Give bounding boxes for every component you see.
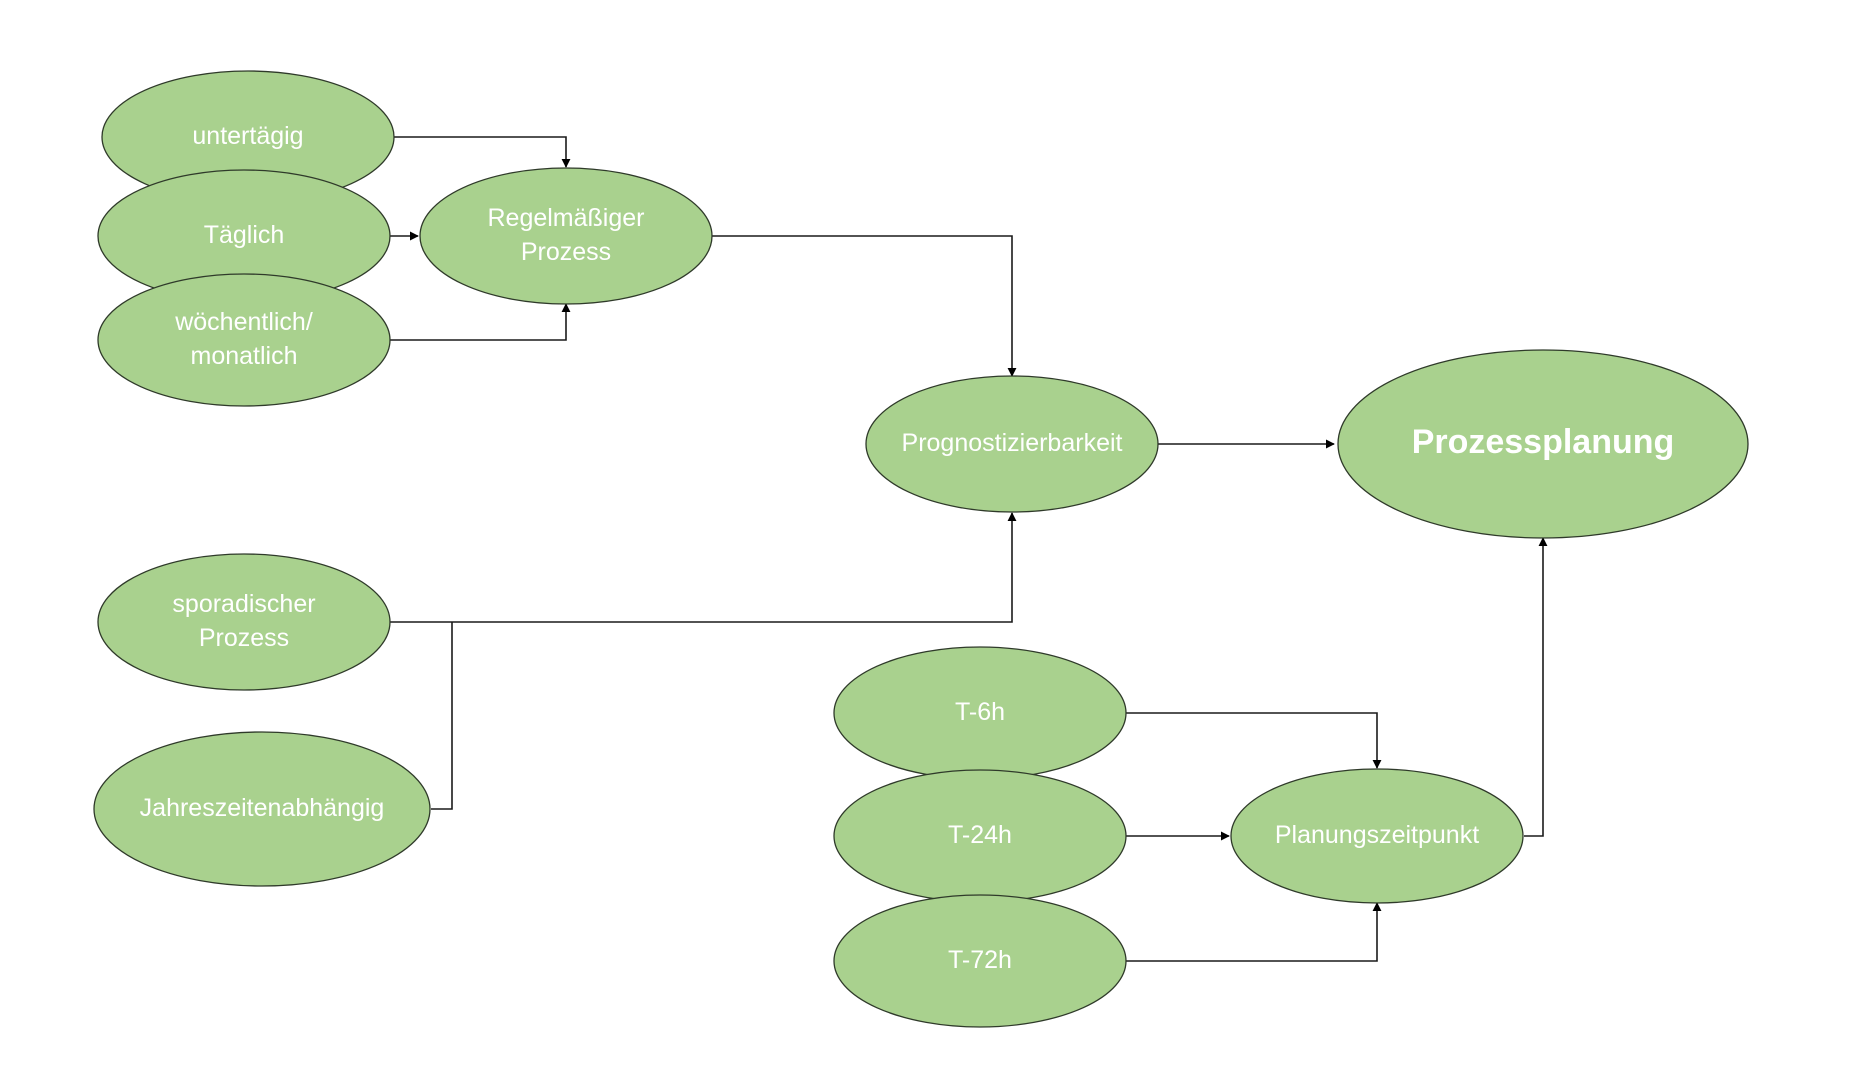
node-woechentlich-monatlich-label: wöchentlich/monatlich — [174, 308, 313, 370]
node-t6h: T-6h — [833, 646, 1127, 780]
node-jahreszeitenabhaengig: Jahreszeitenabhängig — [93, 731, 431, 887]
node-prognostizierbarkeit-label-line: Prognostizierbarkeit — [902, 429, 1123, 457]
node-prognostizierbarkeit: Prognostizierbarkeit — [865, 375, 1159, 513]
node-prozessplanung-label-line: Prozessplanung — [1412, 423, 1675, 461]
node-t72h-label: T-72h — [948, 946, 1012, 974]
node-planungszeitpunkt: Planungszeitpunkt — [1230, 768, 1524, 904]
node-sporadischer-prozess-label-line: sporadischer — [172, 590, 315, 618]
edge-jahreszeiten-to-sporadisch-line — [431, 622, 453, 810]
edge-untertaegig-to-regelmaessig — [393, 136, 571, 168]
edges — [389, 136, 1548, 962]
node-untertaegig-label: untertägig — [192, 122, 303, 150]
node-t72h: T-72h — [833, 894, 1127, 1028]
node-regelmaessiger-prozess-label-line: Regelmäßiger — [487, 204, 644, 232]
node-prozessplanung-label: Prozessplanung — [1412, 423, 1675, 461]
node-planungszeitpunkt-label: Planungszeitpunkt — [1275, 821, 1479, 849]
node-prozessplanung: Prozessplanung — [1337, 349, 1749, 539]
edge-sporadisch-to-prognostizierbarkeit — [389, 512, 1017, 623]
node-jahreszeitenabhaengig-label: Jahreszeitenabhängig — [140, 794, 385, 822]
node-woechentlich-monatlich-label-line: monatlich — [191, 342, 298, 370]
node-untertaegig-label-line: untertägig — [192, 122, 303, 150]
node-taeglich-label: Täglich — [204, 221, 285, 249]
node-taeglich-label-line: Täglich — [204, 221, 285, 249]
node-t24h-label-line: T-24h — [948, 821, 1012, 849]
edge-t6h-to-planungszeitpunkt — [1125, 712, 1382, 769]
node-woechentlich-monatlich: wöchentlich/monatlich — [97, 273, 391, 407]
node-t24h: T-24h — [833, 769, 1127, 903]
node-t6h-label-line: T-6h — [955, 698, 1005, 726]
node-sporadischer-prozess-label-line: Prozess — [199, 624, 289, 652]
node-taeglich: Täglich — [97, 169, 391, 303]
node-planungszeitpunkt-label-line: Planungszeitpunkt — [1275, 821, 1479, 849]
node-woechentlich-monatlich-label-line: wöchentlich/ — [174, 308, 313, 336]
edge-t72h-to-planungszeitpunkt — [1125, 902, 1382, 962]
node-regelmaessiger-prozess-label-line: Prozess — [521, 238, 611, 266]
node-t72h-label-line: T-72h — [948, 946, 1012, 974]
edge-regelmaessig-to-prognostizierbarkeit — [712, 235, 1017, 377]
edge-planungszeitpunkt-to-prozessplanung — [1524, 537, 1548, 837]
node-t24h-label: T-24h — [948, 821, 1012, 849]
edge-woechentlich-to-regelmaessig — [389, 303, 571, 341]
node-jahreszeitenabhaengig-label-line: Jahreszeitenabhängig — [140, 794, 385, 822]
node-t6h-label: T-6h — [955, 698, 1005, 726]
node-prognostizierbarkeit-label: Prognostizierbarkeit — [902, 429, 1123, 457]
